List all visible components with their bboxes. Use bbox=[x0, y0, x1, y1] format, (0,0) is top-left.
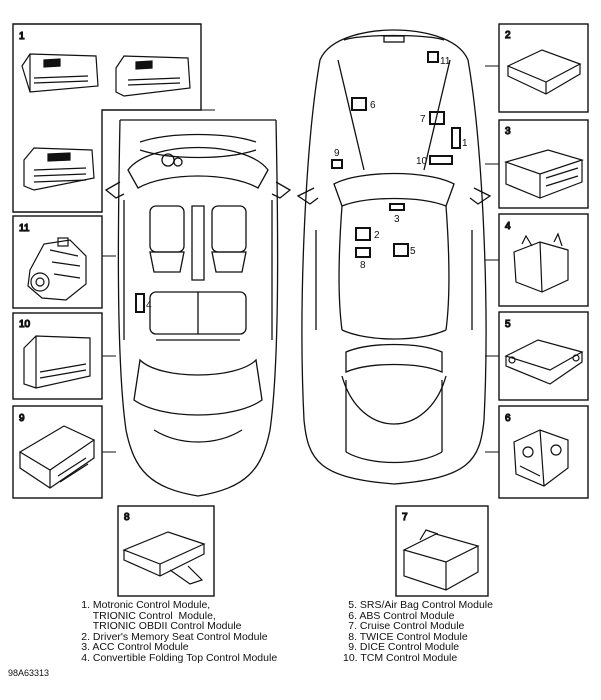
legend-text: Convertible Folding Top Control Module bbox=[90, 651, 278, 664]
panel-6-abs: 6 bbox=[498, 405, 589, 499]
legend-entry: TRIONIC Control Module, bbox=[76, 609, 277, 622]
panel-9-label: 9 bbox=[19, 413, 25, 424]
legend-entry: 8. TWICE Control Module bbox=[343, 632, 493, 643]
legend-entry: TRIONIC OBDII Control Module bbox=[76, 621, 277, 632]
panel-2-memory-seat: 2 bbox=[498, 23, 589, 113]
leader-lines bbox=[102, 65, 499, 453]
legend-text: Cruise Control Module bbox=[357, 620, 465, 633]
legend-number: 8. bbox=[348, 630, 357, 643]
panel-11-label: 11 bbox=[19, 223, 30, 234]
abs-module-icon bbox=[513, 429, 569, 487]
injection-pump-icon bbox=[27, 237, 87, 301]
location-markers bbox=[135, 51, 461, 313]
legend-text: TCM Control Module bbox=[357, 651, 458, 664]
legend-left: 1. Motronic Control Module, TRIONIC Cont… bbox=[76, 600, 277, 664]
ecu-module-icon bbox=[23, 147, 95, 191]
panel-2-label: 2 bbox=[505, 30, 511, 41]
panel-4-convertible-top: 4 bbox=[498, 213, 589, 307]
location-label-3: 3 bbox=[394, 214, 400, 225]
tcm-module-icon bbox=[23, 335, 91, 389]
panel-1-motronic-modules: 1 bbox=[12, 23, 202, 213]
panel-3-label: 3 bbox=[505, 126, 511, 137]
figure-code: 98A63313 bbox=[8, 668, 50, 678]
srs-module-icon bbox=[504, 339, 584, 385]
legend-entry: 9. DICE Control Module bbox=[343, 642, 493, 653]
legend-entry: 1. Motronic Control Module, bbox=[76, 600, 277, 611]
panel-10-label: 10 bbox=[19, 319, 31, 330]
legend-entry: 4. Convertible Folding Top Control Modul… bbox=[76, 653, 277, 664]
dice-module-icon bbox=[18, 425, 96, 489]
location-label-1: 1 bbox=[462, 138, 468, 149]
legend-number bbox=[76, 611, 90, 622]
location-label-2: 2 bbox=[374, 230, 380, 241]
legend-text: Driver's Memory Seat Control Module bbox=[90, 630, 268, 643]
panel-5-label: 5 bbox=[505, 319, 511, 330]
panel-4-label: 4 bbox=[505, 221, 511, 232]
legend-text: TRIONIC Control Module, bbox=[90, 609, 216, 622]
location-labels: 11 6 7 1 9 10 3 2 5 8 4 bbox=[146, 56, 468, 311]
location-label-9: 9 bbox=[334, 148, 340, 159]
location-label-8: 8 bbox=[360, 260, 366, 271]
legend-number: 3. bbox=[81, 641, 90, 654]
ecu-module-icon bbox=[21, 53, 99, 93]
legend-text: ABS Control Module bbox=[357, 609, 455, 622]
location-label-11: 11 bbox=[440, 56, 451, 67]
acc-module-icon bbox=[504, 149, 585, 199]
legend-entry: 2. Driver's Memory Seat Control Module bbox=[76, 632, 277, 643]
panel-11-fuel-pump: 11 bbox=[12, 215, 103, 309]
legend-text: TWICE Control Module bbox=[357, 630, 468, 643]
legend-text: Motronic Control Module, bbox=[90, 599, 211, 611]
location-label-7: 7 bbox=[420, 114, 426, 125]
sedan-car-top-view bbox=[296, 29, 492, 485]
panel-8-twice: 8 bbox=[117, 505, 215, 597]
legend-number: 2. bbox=[81, 630, 90, 643]
panel-10-tcm: 10 bbox=[12, 312, 103, 400]
panel-3-acc: 3 bbox=[498, 119, 589, 209]
panel-5-srs-airbag: 5 bbox=[498, 311, 589, 401]
location-label-4: 4 bbox=[146, 300, 152, 311]
convertible-car-top-view bbox=[104, 119, 292, 497]
convertible-top-module-icon bbox=[513, 232, 569, 293]
legend-number: 4. bbox=[81, 651, 90, 664]
legend-text: DICE Control Module bbox=[357, 641, 460, 654]
legend-number: 1. bbox=[81, 599, 90, 611]
ecu-module-icon bbox=[115, 55, 191, 97]
legend-number: 7. bbox=[348, 620, 357, 633]
location-label-10: 10 bbox=[416, 156, 428, 167]
panel-1-label: 1 bbox=[19, 31, 25, 42]
memory-seat-module-icon bbox=[506, 49, 582, 95]
legend-entry: 3. ACC Control Module bbox=[76, 642, 277, 653]
panel-9-dice: 9 bbox=[12, 405, 103, 499]
legend-entry: 6. ABS Control Module bbox=[343, 609, 493, 622]
panel-8-label: 8 bbox=[124, 512, 130, 523]
panel-7-cruise: 7 bbox=[395, 505, 489, 597]
panel-7-label: 7 bbox=[402, 512, 408, 523]
legend-entry: 10. TCM Control Module bbox=[343, 653, 493, 664]
legend-number: 5. bbox=[348, 599, 357, 611]
legend-number: 6. bbox=[348, 609, 357, 622]
legend-number: 9. bbox=[348, 641, 357, 654]
panel-6-label: 6 bbox=[505, 413, 511, 424]
legend-text: TRIONIC OBDII Control Module bbox=[90, 620, 242, 633]
legend-text: ACC Control Module bbox=[90, 641, 189, 654]
legend-entry: 5. SRS/Air Bag Control Module bbox=[343, 600, 493, 611]
location-label-5: 5 bbox=[410, 246, 416, 257]
legend-number: 10. bbox=[343, 651, 358, 664]
legend-entry: 7. Cruise Control Module bbox=[343, 621, 493, 632]
location-label-6: 6 bbox=[370, 100, 376, 111]
legend-text: SRS/Air Bag Control Module bbox=[357, 599, 493, 611]
twice-module-icon bbox=[122, 531, 206, 585]
cruise-module-icon bbox=[402, 529, 480, 591]
